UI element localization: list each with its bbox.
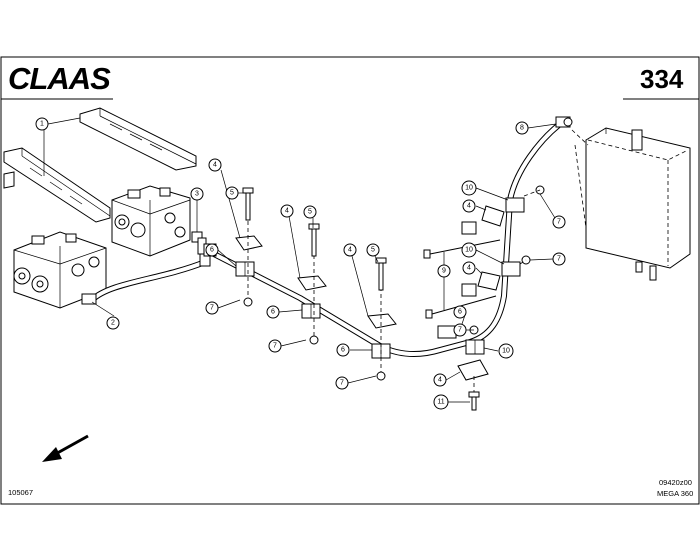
callout-5b: 5 xyxy=(303,205,317,219)
callout-7f: 7 xyxy=(453,323,467,337)
callout-7a: 7 xyxy=(205,301,219,315)
svg-text:7: 7 xyxy=(210,305,214,312)
callout-4b: 4 xyxy=(280,204,294,218)
callout-7e: 7 xyxy=(552,252,566,266)
svg-text:1: 1 xyxy=(40,121,44,128)
callout-4a: 4 xyxy=(208,158,222,172)
callout-6d: 6 xyxy=(453,305,467,319)
page-number: 334 xyxy=(640,64,684,94)
control-valve-block-upper xyxy=(111,185,191,257)
svg-text:10: 10 xyxy=(465,185,473,192)
svg-text:2: 2 xyxy=(111,320,115,327)
drawing-code: 105067 xyxy=(8,488,33,497)
svg-text:8: 8 xyxy=(520,125,524,132)
hydraulic-hose-short xyxy=(81,253,211,305)
svg-text:10: 10 xyxy=(465,247,473,254)
svg-text:6: 6 xyxy=(271,309,275,316)
callout-8: 8 xyxy=(515,121,529,135)
callout-4c: 4 xyxy=(343,243,357,257)
callout-5c: 5 xyxy=(366,243,380,257)
svg-text:4: 4 xyxy=(467,203,471,210)
svg-text:7: 7 xyxy=(557,256,561,263)
svg-text:5: 5 xyxy=(230,190,234,197)
brand-logo: CLAAS xyxy=(8,61,111,96)
callout-5a: 5 xyxy=(225,186,239,200)
callout-6b: 6 xyxy=(266,305,280,319)
svg-text:3: 3 xyxy=(195,191,199,198)
drawing-reference: 09420z00 xyxy=(659,478,692,487)
pipe-clamp-1 xyxy=(235,187,263,307)
callout-6a: 6 xyxy=(205,243,219,257)
callout-7d: 7 xyxy=(552,215,566,229)
svg-text:6: 6 xyxy=(458,309,462,316)
svg-text:4: 4 xyxy=(348,247,352,254)
callout-2: 2 xyxy=(106,316,120,330)
control-valve-block-lower xyxy=(13,231,107,309)
callout-11: 11 xyxy=(433,394,449,410)
direction-arrow-icon xyxy=(42,434,89,462)
callout-6c: 6 xyxy=(336,343,350,357)
callout-10c: 10 xyxy=(498,343,514,359)
hydraulic-oil-tank xyxy=(571,127,691,281)
svg-text:6: 6 xyxy=(341,347,345,354)
pipe-clamp-3 xyxy=(367,257,397,381)
pipe-clamp-4 xyxy=(457,325,489,411)
callout-4e: 4 xyxy=(462,261,476,275)
callout-4f: 4 xyxy=(433,373,447,387)
svg-text:5: 5 xyxy=(308,209,312,216)
svg-text:4: 4 xyxy=(285,208,289,215)
pipe-clamp-2 xyxy=(297,223,327,345)
svg-text:4: 4 xyxy=(467,265,471,272)
svg-text:9: 9 xyxy=(442,268,446,275)
pipe-clamp-6 xyxy=(477,255,531,291)
bracket-upper xyxy=(79,107,197,171)
callout-4d: 4 xyxy=(462,199,476,213)
callout-9: 9 xyxy=(437,264,451,278)
svg-text:6: 6 xyxy=(210,247,214,254)
machine-model: MEGA 360 xyxy=(657,489,693,498)
leader-lines xyxy=(43,117,557,403)
svg-text:7: 7 xyxy=(458,327,462,334)
svg-text:4: 4 xyxy=(438,377,442,384)
callout-7c: 7 xyxy=(335,376,349,390)
svg-text:7: 7 xyxy=(340,380,344,387)
callout-1a: 1 xyxy=(35,117,49,131)
callout-10a: 10 xyxy=(461,180,477,196)
svg-text:7: 7 xyxy=(273,343,277,350)
drawing-frame xyxy=(0,56,700,505)
callout-10b: 10 xyxy=(461,242,477,258)
callout-7b: 7 xyxy=(268,339,282,353)
svg-text:11: 11 xyxy=(437,399,444,406)
svg-text:5: 5 xyxy=(371,247,375,254)
svg-text:10: 10 xyxy=(502,348,510,355)
svg-text:4: 4 xyxy=(213,162,217,169)
bracket-lower xyxy=(3,147,111,223)
callout-3: 3 xyxy=(190,187,204,201)
pipe-clamp-5 xyxy=(481,185,545,227)
svg-text:7: 7 xyxy=(557,219,561,226)
